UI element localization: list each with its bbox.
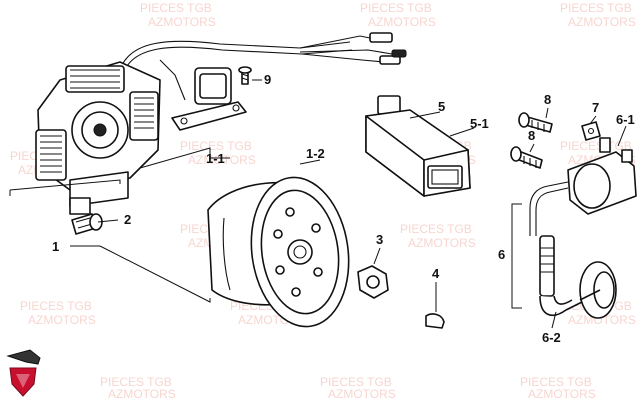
callout-5-1: 5-1 — [470, 116, 489, 131]
wire-connector — [379, 55, 401, 65]
bolt-part-8 — [518, 112, 553, 133]
callout-1-1: 1-1 — [206, 151, 225, 166]
callout-6-1: 6-1 — [616, 112, 635, 127]
watermark-text: PIECES TGB — [100, 375, 172, 389]
bolt-part-8b — [510, 146, 543, 169]
watermark-text: AZMOTORS — [108, 387, 176, 400]
callout-labels: 9 1-1 1-2 2 1 3 4 5 5-1 8 8 7 6-1 6 6-2 — [52, 72, 635, 345]
azmotors-shield-icon — [6, 349, 41, 397]
callout-3: 3 — [376, 232, 383, 247]
watermark-text: AZMOTORS — [368, 15, 436, 29]
watermark-text: AZMOTORS — [328, 387, 396, 400]
callout-7: 7 — [592, 100, 599, 115]
callout-1-2: 1-2 — [306, 146, 325, 161]
callout-8b: 8 — [528, 128, 535, 143]
callout-1: 1 — [52, 239, 59, 254]
watermark-text: AZMOTORS — [528, 387, 596, 400]
watermark-text: AZMOTORS — [148, 15, 216, 29]
wire-connector — [391, 49, 407, 58]
screw-part-2 — [71, 213, 103, 235]
watermark-text: PIECES TGB — [140, 1, 212, 15]
wire-connector — [369, 32, 393, 43]
callout-6-2: 6-2 — [542, 330, 561, 345]
watermark-text: AZMOTORS — [188, 153, 256, 167]
watermark-text: PIECES TGB — [400, 222, 472, 236]
watermark-text: PIECES TGB — [360, 1, 432, 15]
watermark-text: AZMOTORS — [28, 313, 96, 327]
watermark-text: PIECES TGB — [320, 375, 392, 389]
leader-lines — [9, 79, 627, 329]
callout-4: 4 — [432, 266, 440, 281]
watermark-text: PIECES TGB — [560, 1, 632, 15]
watermark-text: PIECES TGB — [180, 139, 252, 153]
ignition-coil — [529, 137, 637, 236]
flywheel-rotor — [207, 176, 350, 328]
watermark-text: PIECES TGB — [520, 375, 592, 389]
watermark-text: AZMOTORS — [568, 15, 636, 29]
watermark-text: PIECES TGB — [560, 139, 632, 153]
clip-part-7 — [581, 121, 601, 141]
spark-plug-cap — [539, 235, 617, 319]
watermark-text: AZMOTORS — [408, 236, 476, 250]
watermark-text: PIECES TGB — [20, 299, 92, 313]
callout-2: 2 — [124, 212, 131, 227]
callout-6: 6 — [498, 247, 505, 262]
watermark-text: AZMOTORS — [568, 313, 636, 327]
key-part-4 — [425, 313, 445, 329]
stator-assembly — [35, 32, 407, 215]
pickup-coil — [171, 67, 247, 131]
screw-part-9 — [238, 66, 252, 85]
callout-9: 9 — [264, 72, 271, 87]
nut-part-3 — [357, 265, 389, 299]
callout-5: 5 — [438, 99, 445, 114]
cdi-unit — [365, 95, 471, 197]
callout-8: 8 — [544, 92, 551, 107]
